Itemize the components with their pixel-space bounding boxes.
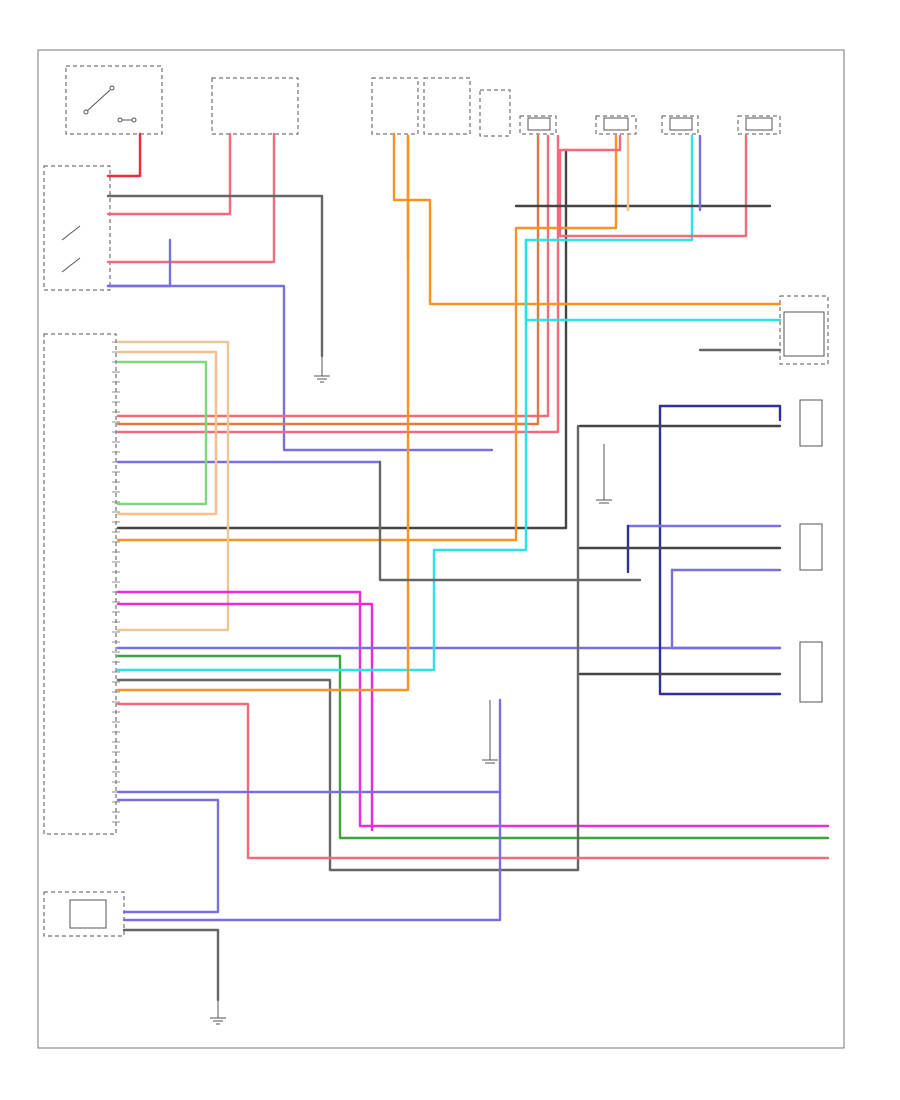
- sensor-box-4: [737, 115, 781, 135]
- wire-green-2: [116, 654, 830, 840]
- wire-cyan-gauge: [524, 238, 782, 322]
- wire-brown-1: [116, 134, 540, 426]
- wire-orange-2: [116, 134, 618, 542]
- wire-tan-1: [116, 340, 230, 632]
- wire-gray-top: [106, 194, 324, 358]
- ignition-switch: [65, 65, 163, 135]
- wire-orange-gauge: [392, 132, 782, 306]
- wire-green-1: [116, 360, 208, 506]
- abs-control-module: [43, 165, 111, 291]
- wire-magenta-1: [116, 590, 830, 828]
- wire-pink-fuse-1: [106, 132, 232, 216]
- wire-red-ignition: [106, 132, 142, 178]
- ground-g1: [210, 1000, 226, 1025]
- diagram-border: [37, 49, 845, 1049]
- wire-gray-2: [116, 148, 568, 530]
- wire-magenta-2: [116, 602, 374, 832]
- sensor-box-3: [661, 115, 699, 135]
- sensor-box-2: [595, 115, 637, 135]
- rf-wheel-speed-sensor: [799, 523, 823, 571]
- hot-in-run-fuse: [371, 77, 419, 135]
- wire-pink-sensor: [558, 134, 748, 238]
- wire-gray-3: [116, 424, 580, 872]
- wire-pink-fuse-2: [106, 132, 276, 264]
- rear-wheel-speed-sensor: [799, 641, 823, 703]
- relay-box: [479, 89, 511, 137]
- wire-gray-junction: [378, 460, 642, 582]
- ground-g2: [314, 356, 330, 383]
- fuse-block: [211, 77, 299, 135]
- lf-wheel-speed-sensor: [799, 399, 823, 447]
- wire-cyan-1: [116, 134, 694, 672]
- ground-g4: [482, 700, 498, 764]
- sensor-box-1: [519, 115, 557, 135]
- wire-navy-1: [658, 404, 782, 422]
- wire-orange-3: [116, 134, 410, 692]
- wire-brown-2: [116, 702, 830, 860]
- wire-navy-2: [658, 404, 782, 696]
- ground-g3: [596, 444, 612, 504]
- gauge-cluster: [779, 295, 829, 365]
- main-module-connector: [43, 333, 120, 835]
- wire-violet-rr: [670, 568, 782, 650]
- wire-blue-5: [122, 698, 502, 922]
- wire-pink-1: [116, 134, 550, 418]
- wires: [106, 132, 830, 1002]
- wire-violet-5: [116, 798, 220, 914]
- wire-orange-1: [116, 350, 218, 516]
- hot-in-run-fuse-2: [423, 77, 471, 135]
- wire-gray-4: [122, 928, 220, 1002]
- wire-violet-long: [106, 284, 494, 452]
- wire-pink-2: [116, 134, 560, 434]
- data-link-connector: [43, 891, 125, 937]
